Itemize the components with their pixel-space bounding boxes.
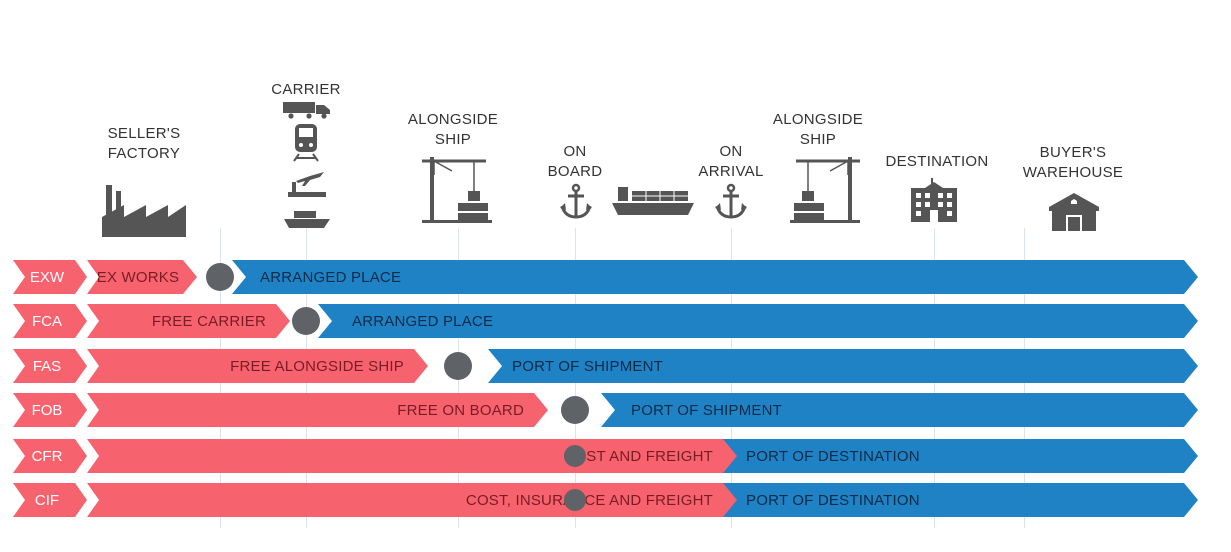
- factory-icon: [102, 185, 186, 237]
- seller-responsibility-bar: COST, INSURANCE AND FREIGHT: [87, 483, 737, 517]
- building-icon: [911, 178, 957, 222]
- seller-responsibility-bar: FREE CARRIER: [87, 304, 290, 338]
- header-buyers-warehouse: BUYER'S WAREHOUSE: [1023, 143, 1124, 183]
- buyer-responsibility-bar: ARRANGED PLACE: [318, 304, 1198, 338]
- container-ship-icon: [612, 187, 694, 215]
- incoterm-code-exw: EXW: [13, 260, 87, 294]
- header-line: BOARD: [547, 163, 603, 180]
- header-destination: DESTINATION: [885, 152, 988, 172]
- incoterm-code-fob: FOB: [13, 393, 87, 427]
- crane-icon: [790, 157, 860, 223]
- incoterm-code-cfr: CFR: [13, 439, 87, 473]
- incoterm-code-fca: FCA: [13, 304, 87, 338]
- warehouse-icon: [1049, 193, 1099, 231]
- anchor-icon: [715, 183, 747, 219]
- incoterm-code-fas: FAS: [13, 349, 87, 383]
- header-line: SHIP: [799, 131, 837, 148]
- ship-icon: [284, 211, 330, 228]
- seller-responsibility-bar: COST AND FREIGHT: [87, 439, 737, 473]
- header-sellers-factory: SELLER'S FACTORY: [108, 124, 181, 164]
- buyer-responsibility-bar: PORT OF DESTINATION: [722, 439, 1198, 473]
- seller-responsibility-bar: FREE ALONGSIDE SHIP: [87, 349, 428, 383]
- header-line: FACTORY: [107, 145, 181, 162]
- plane-icon: [288, 172, 326, 197]
- header-alongside-ship-destination: ALONGSIDE SHIP: [773, 110, 863, 150]
- buyer-responsibility-bar: PORT OF DESTINATION: [722, 483, 1198, 517]
- risk-transfer-dot: [292, 307, 320, 335]
- header-line: CARRIER: [271, 81, 341, 98]
- header-line: SELLER'S: [107, 125, 181, 142]
- header-on-arrival: ON ARRIVAL: [698, 142, 763, 182]
- truck-icon: [283, 102, 330, 119]
- header-line: SHIP: [434, 131, 472, 148]
- risk-transfer-dot: [561, 396, 589, 424]
- header-line: DESTINATION: [885, 153, 989, 170]
- header-line: ARRIVAL: [698, 163, 764, 180]
- header-line: ON: [719, 143, 743, 160]
- crane-icon: [422, 157, 492, 223]
- seller-responsibility-bar: FREE ON BOARD: [87, 393, 548, 427]
- header-carrier: CARRIER: [271, 80, 341, 100]
- incoterm-code-cif: CIF: [13, 483, 87, 517]
- risk-transfer-dot: [564, 489, 586, 511]
- buyer-responsibility-bar: PORT OF SHIPMENT: [488, 349, 1198, 383]
- anchor-icon: [560, 183, 592, 219]
- header-line: ALONGSIDE: [407, 111, 499, 128]
- risk-transfer-dot: [444, 352, 472, 380]
- header-alongside-ship-origin: ALONGSIDE SHIP: [408, 110, 498, 150]
- buyer-responsibility-bar: ARRANGED PLACE: [232, 260, 1198, 294]
- buyer-responsibility-bar: PORT OF SHIPMENT: [601, 393, 1198, 427]
- header-on-board: ON BOARD: [548, 142, 603, 182]
- risk-transfer-dot: [206, 263, 234, 291]
- header-line: BUYER'S: [1039, 144, 1107, 161]
- risk-transfer-dot: [564, 445, 586, 467]
- train-icon: [293, 124, 319, 162]
- header-line: WAREHOUSE: [1022, 164, 1124, 181]
- header-line: ON: [563, 143, 587, 160]
- header-line: ALONGSIDE: [772, 111, 864, 128]
- seller-responsibility-bar: EX WORKS: [87, 260, 197, 294]
